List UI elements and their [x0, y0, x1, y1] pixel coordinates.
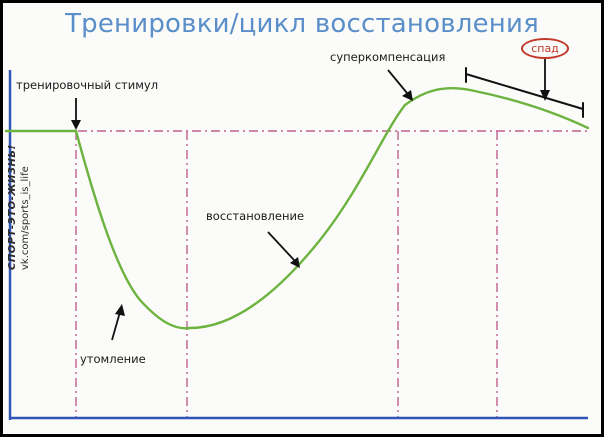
label-recovery: восстановление — [206, 209, 305, 223]
watermark-url: vk.com/sports_is_life — [20, 166, 31, 270]
watermark: СПОРТ-ЭТО-ЖИЗНЬ! vk.com/sports_is_life — [6, 144, 32, 270]
arrow-decline — [540, 58, 550, 101]
label-training-stimulus: тренировочный стимул — [16, 78, 159, 92]
arrow-fatigue — [111, 304, 125, 341]
diagram-title: Тренировки/цикл восстановления — [65, 9, 539, 39]
recovery-curve — [4, 86, 590, 330]
label-fatigue: утомление — [80, 352, 146, 366]
arrow-supercompensation — [387, 69, 413, 101]
label-decline-badge: спад — [521, 38, 569, 59]
decline-bracket — [465, 67, 584, 118]
label-supercompensation: суперкомпенсация — [330, 50, 446, 64]
arrow-stimulus — [71, 98, 81, 130]
arrow-recovery — [267, 231, 300, 268]
watermark-slogan: СПОРТ-ЭТО-ЖИЗНЬ! — [7, 144, 18, 270]
